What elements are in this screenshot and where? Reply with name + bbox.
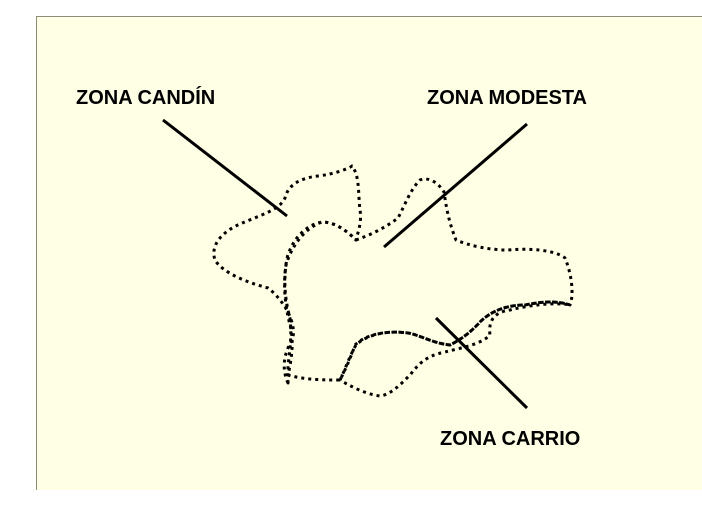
carrio-pointer-line [434,316,529,410]
modesta-pointer-line [383,122,528,249]
zone-modesta-label: ZONA MODESTA [427,87,587,109]
zone-carrio-outline [338,300,572,398]
slide-panel [36,16,702,490]
candin-pointer-line [162,118,288,218]
zone-candin-outline [212,164,362,385]
zone-candin-label: ZONA CANDÍN [76,86,215,109]
zone-modesta-outline [283,177,574,382]
zone-carrio-label: ZONA CARRIO [440,428,580,450]
